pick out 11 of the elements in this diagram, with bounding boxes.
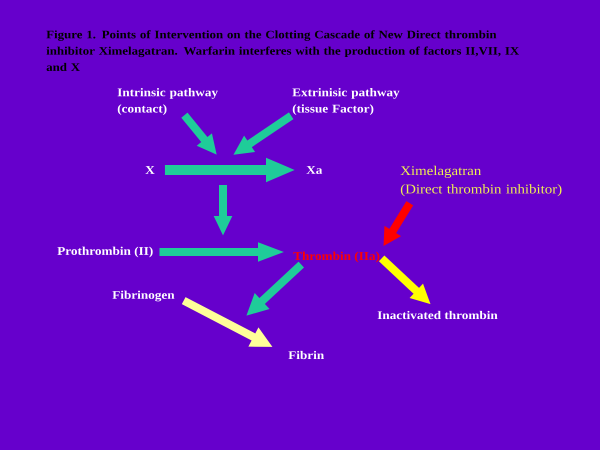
factor-label: X	[145, 166, 155, 174]
factor-label: Xa	[306, 166, 322, 174]
figure-title: Figure 1. Points of Intervention on the Clotting Cascade of New Direct thrombin inhibitor Ximelagatran. Warfarin interferes with the production of factors II,VII, IX and X	[46, 30, 520, 71]
pathway-label: Extrinisic pathway (tissue Factor)	[292, 88, 400, 115]
factor-label: Prothrombin (II)	[57, 246, 153, 258]
factor-label: Fibrinogen	[112, 290, 174, 302]
product-label: Inactivated thrombin	[378, 310, 498, 320]
product-label: Fibrin	[288, 350, 324, 360]
factor-label: Thrombin (IIa)	[293, 252, 380, 262]
drug-label: Ximelagatran (Direct thrombin inhibitor)	[400, 166, 562, 196]
pathway-label: Intrinsic pathway (contact)	[118, 88, 218, 115]
